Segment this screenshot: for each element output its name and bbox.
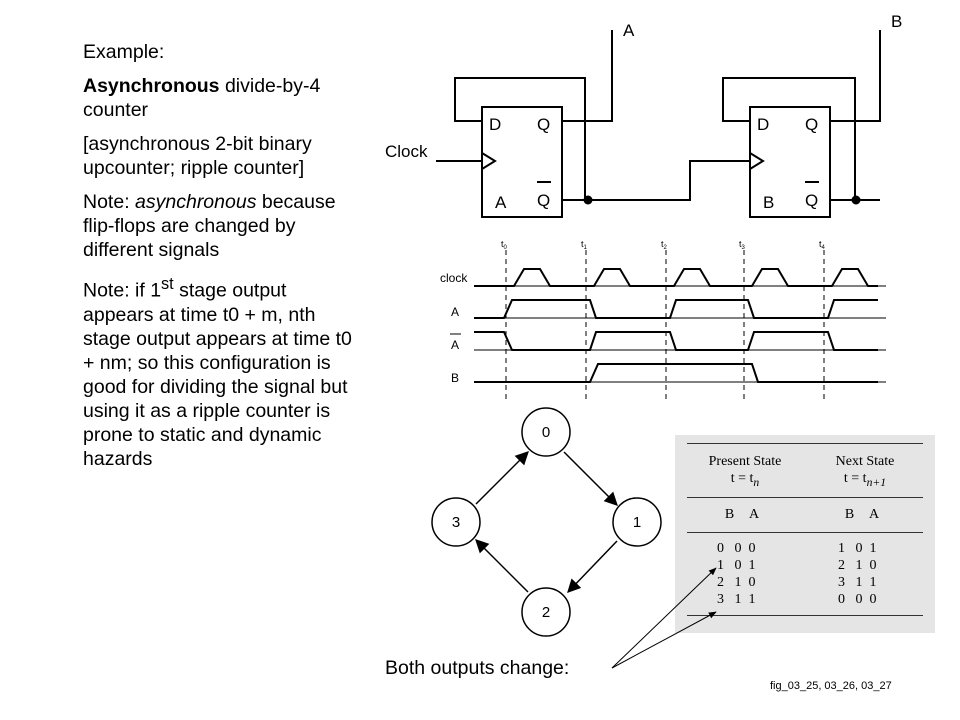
note1-paragraph: Note: asynchronous because flip-flops ar… <box>83 190 353 262</box>
next-state-title: Next State <box>835 454 895 469</box>
bracket-paragraph: [asynchronous 2-bit binary upcounter; ri… <box>83 133 312 179</box>
state-0-circle <box>521 407 571 457</box>
qbar-a-to-clock-b <box>562 160 750 201</box>
note1-prefix: Note: <box>83 191 136 213</box>
state-2-label: 2 <box>542 604 550 621</box>
label-clock: Clock <box>385 142 428 161</box>
time-label-2: t2 <box>661 239 668 251</box>
state-0-label: 0 <box>542 424 550 441</box>
label-output-a: A <box>623 21 635 40</box>
transition-1-2 <box>567 540 618 593</box>
callout-arrow-row-1 <box>611 567 717 669</box>
figure-reference: fig_03_25, 03_26, 03_27 <box>770 680 892 692</box>
table-cols-rule <box>687 532 923 533</box>
table-row-next-3: 0 0 0 <box>838 592 877 607</box>
output-b-wire <box>830 30 881 122</box>
signal-label-a: A <box>451 305 459 319</box>
ff-b-qbar-label: Q <box>805 191 818 210</box>
output-a-wire <box>562 30 613 122</box>
table-row-next-0: 1 0 1 <box>838 541 877 556</box>
title-rest: divide-by-4 counter <box>83 75 321 121</box>
title-paragraph: Asynchronous divide-by-4 counter <box>83 74 353 122</box>
state-3-circle <box>431 497 481 547</box>
feedback-loop-a <box>454 77 586 200</box>
callout-arrow-row-3 <box>611 611 717 669</box>
table-bottom-rule <box>687 615 923 616</box>
feedback-loop-b <box>722 77 856 200</box>
time-label-0: t0 <box>501 239 508 251</box>
table-row-next-2: 3 1 1 <box>838 575 877 590</box>
ff-a-qbar-label: Q <box>537 191 550 210</box>
transition-2-3 <box>475 539 529 593</box>
timing-marker-lines <box>505 250 825 402</box>
clock-waveform <box>474 268 878 287</box>
time-label-1: t1 <box>581 239 588 251</box>
note2-a: Note: if 1 <box>83 279 162 302</box>
junction-dot-b <box>851 195 861 205</box>
example-label: Example: <box>83 41 165 63</box>
ff-a-q-label: Q <box>537 115 550 134</box>
callout-text: Both outputs change: <box>385 657 570 679</box>
present-cols-label: B A <box>724 507 766 522</box>
description-text: Example: Asynchronous divide-by-4 counte… <box>83 40 353 481</box>
next-state-header: Next State t = tn+1 <box>810 453 920 491</box>
next-cols-label: B A <box>844 507 886 522</box>
signal-label-clock: clock <box>440 271 468 285</box>
signal-label-a-bar: A <box>451 338 459 352</box>
state-table: Present State t = tn Next State t = tn+1… <box>675 435 935 633</box>
b-waveform <box>474 363 878 383</box>
table-row-present-2: 2 1 0 <box>717 575 756 590</box>
table-top-rule <box>687 443 923 444</box>
ff-a-d-label: D <box>489 115 501 134</box>
time-label-3: t3 <box>739 239 746 251</box>
title-bold: Asynchronous <box>83 75 220 97</box>
next-state-time: t = tn+1 <box>843 471 887 489</box>
ff-a-name-label: A <box>495 193 507 212</box>
state-1-label: 1 <box>633 514 641 531</box>
table-row-present-1: 1 0 1 <box>717 558 756 573</box>
a-waveform <box>474 299 878 319</box>
transition-3-0 <box>475 451 529 505</box>
clock-input-marker-a <box>481 152 497 170</box>
note2-paragraph: Note: if 1st stage output appears at tim… <box>83 272 353 471</box>
state-3-label: 3 <box>452 514 460 531</box>
ff-b-name-label: B <box>763 193 774 212</box>
present-state-time: t = tn <box>730 471 760 489</box>
clock-input-marker-b <box>749 152 765 170</box>
transition-0-1 <box>563 451 618 506</box>
time-label-4: t4 <box>819 239 826 251</box>
note1-italic: asynchronous <box>135 191 257 213</box>
present-state-header: Present State t = tn <box>690 453 800 491</box>
note2-b: stage output appears at time t0 + m, nth… <box>83 279 352 470</box>
note2-sup: st <box>161 275 174 293</box>
note1-rest: because flip-flops are changed by differ… <box>83 191 336 261</box>
state-1-circle <box>612 497 662 547</box>
ff-b-d-label: D <box>757 115 769 134</box>
junction-dot-a <box>583 195 593 205</box>
table-row-present-0: 0 0 0 <box>717 541 756 556</box>
signal-label-b: B <box>451 371 459 385</box>
table-header-rule <box>687 497 923 498</box>
present-state-title: Present State <box>708 454 782 469</box>
state-2-circle <box>521 587 571 637</box>
label-output-b: B <box>891 12 902 31</box>
table-row-next-1: 2 1 0 <box>838 558 877 573</box>
a-bar-waveform <box>474 331 878 351</box>
table-row-present-3: 3 1 1 <box>717 592 756 607</box>
ff-b-q-label: Q <box>805 115 818 134</box>
